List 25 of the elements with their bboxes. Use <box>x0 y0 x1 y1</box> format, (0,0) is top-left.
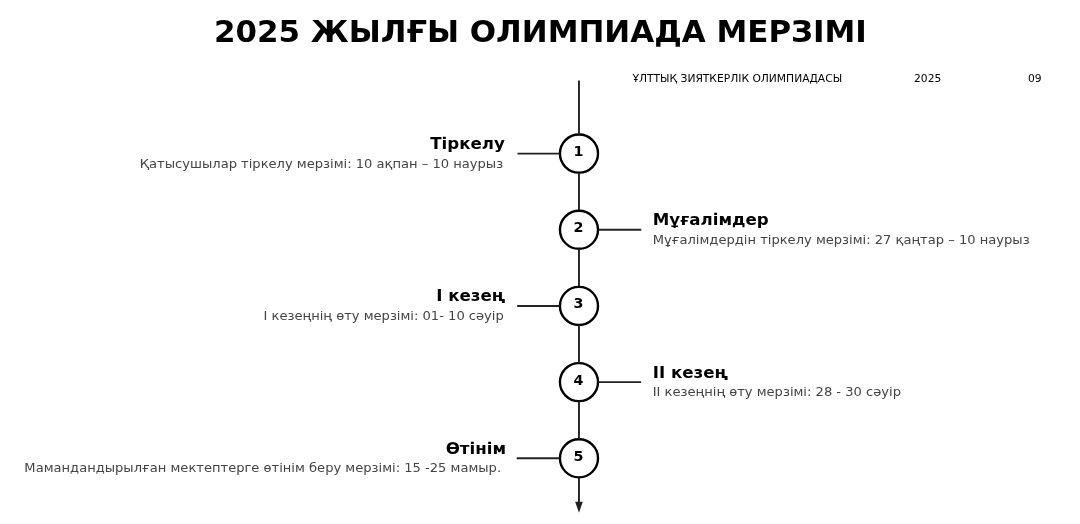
connector <box>578 399 580 440</box>
node-circle: 5 <box>558 437 600 478</box>
connector <box>515 456 561 459</box>
node-text: Өтінім Мамандандырылған мектептерге өтінім беру мерзімі: 15 -25 мамыр. <box>24 438 507 475</box>
connector <box>516 152 561 155</box>
label: 09 <box>1027 71 1042 85</box>
node-text: І кезең І кезеңнің өту мерзімі: 01- 10 сәуір <box>263 285 506 323</box>
node-text: ІІ кезең ІІ кезеңнің өту мерзімі: 28 - 30 сәуір <box>652 362 901 399</box>
node-circle: 3 <box>558 285 600 326</box>
node-text: Мұғалімдер Мұғалімдердін тіркелу мерзімі: 27 қаңтар – 10 наурыз <box>652 209 1030 247</box>
connector <box>578 171 580 211</box>
connector <box>578 247 580 287</box>
label: ҰЛТТЫҚ ЗИЯТКЕРЛІК ОЛИМПИАДАСЫ <box>632 71 843 85</box>
node-text: Тіркелу Қатысушылар тіркелу мерзімі: 10 ақпан – 10 наурыз <box>139 133 505 171</box>
node-circle: 1 <box>558 132 600 174</box>
arrow <box>575 476 583 513</box>
connector <box>578 323 580 364</box>
node-circle: 2 <box>558 209 600 250</box>
label: 2025 <box>914 71 942 85</box>
connector <box>578 79 580 135</box>
node-circle: 4 <box>558 361 600 402</box>
diagram-title: 2025 ЖЫЛҒЫ ОЛИМПИАДА МЕРЗІМІ <box>213 12 867 49</box>
connector <box>597 228 643 231</box>
connector <box>597 380 643 383</box>
connector <box>516 304 561 307</box>
